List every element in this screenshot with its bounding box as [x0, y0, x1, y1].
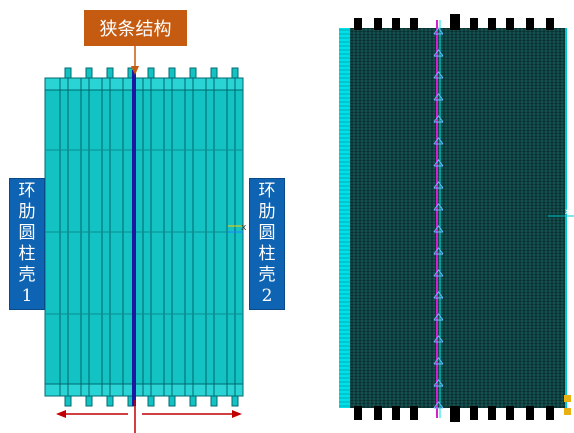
- top-ring-ribs: [64, 67, 239, 81]
- shell-1-char: 圆: [18, 223, 36, 243]
- top-band: [44, 77, 244, 91]
- shell-1-char: 柱: [18, 244, 36, 264]
- mesh-bottom-ribs: [354, 406, 554, 422]
- mesh-vertical-lines: [351, 28, 565, 408]
- axis-x-label: x: [241, 223, 247, 233]
- mesh-horizontal-lines: [350, 29, 566, 406]
- shell-1-char: 肋: [18, 202, 36, 222]
- left-shell-model: x: [44, 67, 247, 407]
- ribbed-cylinder-shell-2-label: 环 肋 圆 柱 壳 2: [249, 178, 285, 310]
- narrow-structure-seam: [132, 70, 136, 406]
- bottom-band: [44, 383, 244, 397]
- shell-body: [44, 77, 244, 397]
- shell-1-char: 壳: [18, 265, 36, 285]
- shell-grid-lines: [45, 149, 243, 315]
- shell-1-number: 1: [21, 286, 33, 306]
- shell-2-number: 2: [261, 286, 273, 306]
- narrow-structure-label: 狭条结构: [84, 10, 187, 46]
- shell-2-char: 柱: [258, 244, 276, 264]
- narrow-structure-text: 狭条结构: [99, 19, 172, 40]
- right-boundary-markers: x: [548, 28, 574, 415]
- mesh-top-ribs: [354, 14, 554, 30]
- ring-rib-lines: [59, 78, 236, 396]
- shell-2-char: 圆: [258, 223, 276, 243]
- left-axis-marker: x: [228, 223, 247, 233]
- shell-2-char: 壳: [258, 265, 276, 285]
- shell-1-char: 环: [18, 181, 36, 201]
- shell-2-char: 环: [258, 181, 276, 201]
- shell-2-char: 肋: [258, 202, 276, 222]
- ribbed-cylinder-shell-1-label: 环 肋 圆 柱 壳 1: [9, 178, 45, 310]
- split-arrows: [56, 400, 242, 433]
- title-pointer-arrow: [131, 46, 139, 75]
- center-constraint-line: [433, 20, 444, 418]
- right-mesh-model: x: [339, 14, 574, 422]
- mesh-body: [350, 28, 566, 408]
- mesh-axis-x-label: x: [565, 207, 570, 216]
- left-strip-ticks: [339, 29, 350, 407]
